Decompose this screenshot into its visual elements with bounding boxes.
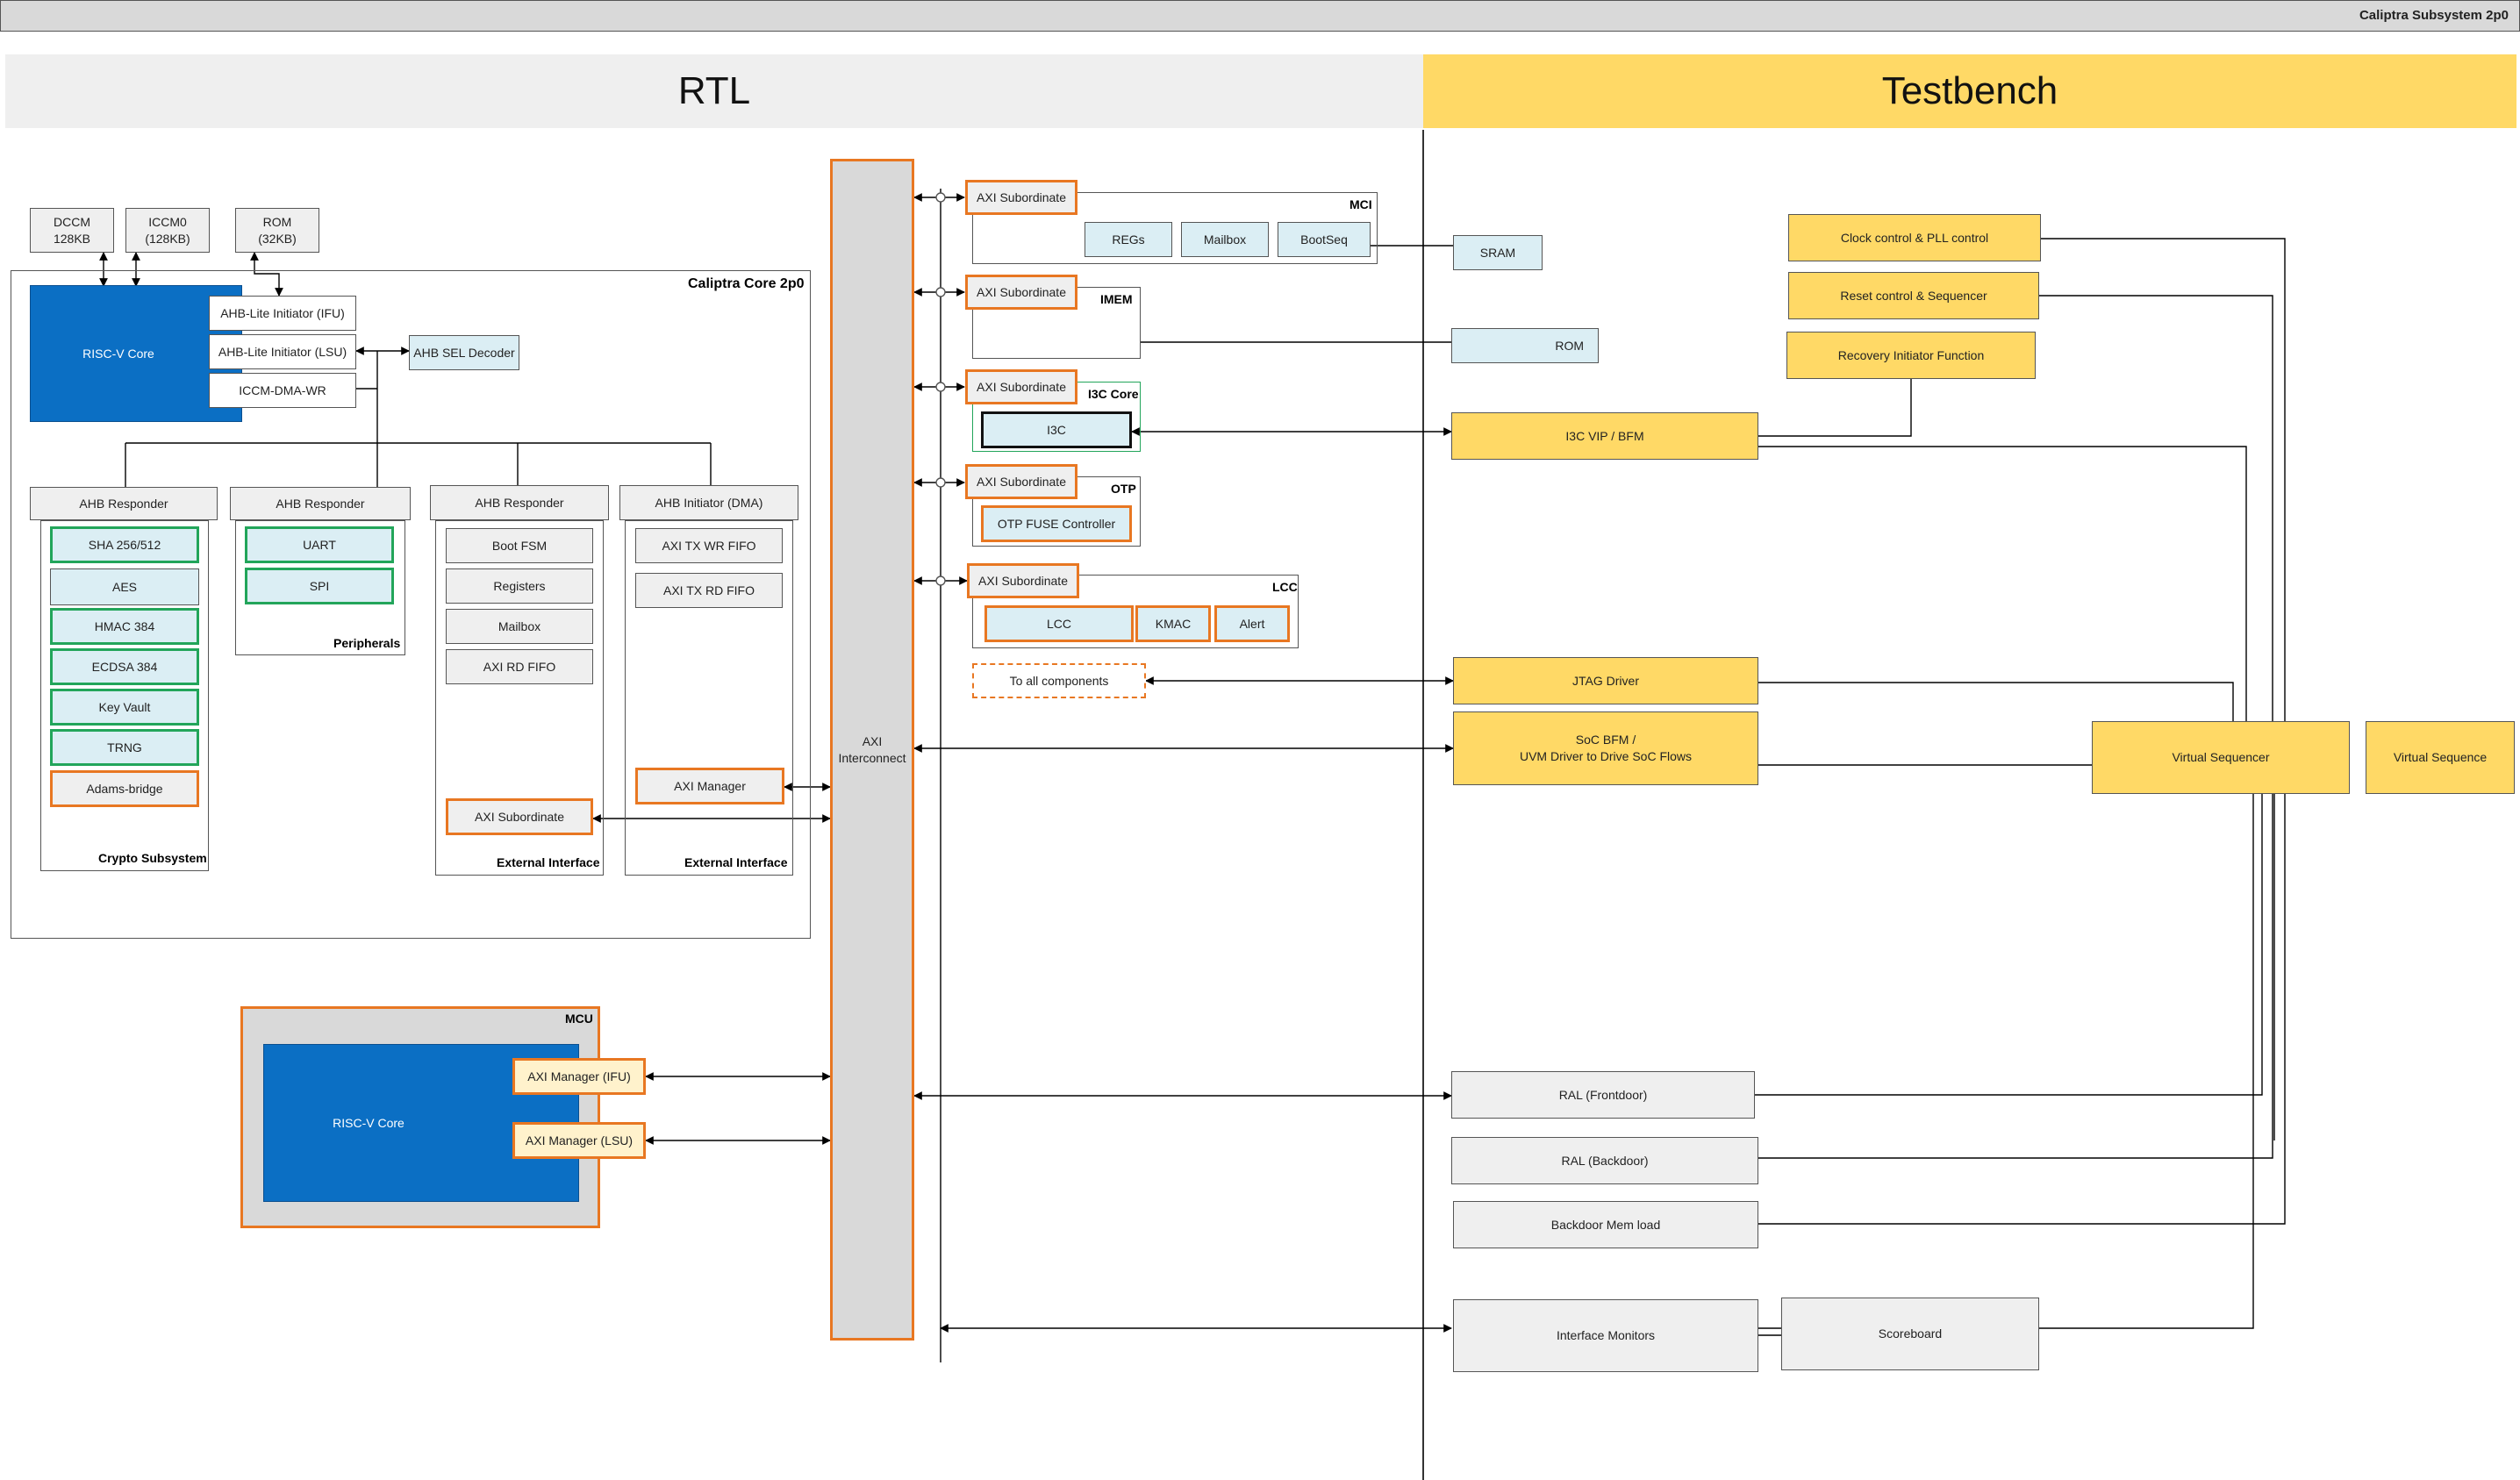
lcc-block: LCC <box>984 605 1134 642</box>
ext-interface-container-1 <box>435 520 604 876</box>
clock-control: Clock control & PLL control <box>1788 214 2041 261</box>
peripherals-title: Peripherals <box>333 636 401 650</box>
spi-block: SPI <box>245 568 394 604</box>
reset-control: Reset control & Sequencer <box>1788 272 2039 319</box>
core-axi-subordinate: AXI Subordinate <box>446 798 593 835</box>
core-axi-manager: AXI Manager <box>635 768 784 804</box>
mailbox-block: Mailbox <box>446 609 593 644</box>
adams-bridge-block: Adams-bridge <box>50 770 199 807</box>
lcc-title: LCC <box>1272 580 1298 594</box>
ext-ahb-responder: AHB Responder <box>430 485 609 520</box>
section-testbench: Testbench <box>1423 54 2516 128</box>
section-rtl: RTL <box>5 54 1423 128</box>
rom-model: ROM <box>1451 328 1599 363</box>
interface-monitors: Interface Monitors <box>1453 1299 1758 1372</box>
ral-backdoor: RAL (Backdoor) <box>1451 1137 1758 1184</box>
peripherals-ahb-responder: AHB Responder <box>230 487 411 520</box>
mci-mailbox: Mailbox <box>1181 222 1269 257</box>
i3c-axi-subordinate: AXI Subordinate <box>965 369 1077 404</box>
otp-title: OTP <box>1111 482 1136 496</box>
mci-container <box>972 192 1378 264</box>
ahb-initiator-ifu: AHB-Lite Initiator (IFU) <box>209 296 356 331</box>
ext-interface-container-2 <box>625 520 793 876</box>
peripherals-container <box>235 520 405 655</box>
ahb-sel-decoder: AHB SEL Decoder <box>409 335 519 370</box>
i3c-vip-bfm: I3C VIP / BFM <box>1451 412 1758 460</box>
mcu-axi-manager-lsu: AXI Manager (LSU) <box>512 1122 646 1159</box>
kmac-block: KMAC <box>1135 605 1211 642</box>
uart-block: UART <box>245 526 394 563</box>
caliptra-core-title: Caliptra Core 2p0 <box>688 276 805 291</box>
crypto-subsystem-title: Crypto Subsystem <box>98 851 207 865</box>
otp-axi-subordinate: AXI Subordinate <box>965 464 1077 499</box>
scoreboard: Scoreboard <box>1781 1298 2039 1370</box>
ahb-initiator-dma: AHB Initiator (DMA) <box>619 485 798 520</box>
ext-interface-title-1: External Interface <box>497 855 600 869</box>
sram-model: SRAM <box>1453 235 1543 270</box>
lcc-container <box>972 575 1299 648</box>
trng-block: TRNG <box>50 729 199 766</box>
to-all-components: To all components <box>972 663 1146 698</box>
axi-rd-fifo-block: AXI RD FIFO <box>446 649 593 684</box>
axi-interconnect: AXI Interconnect <box>830 159 914 1341</box>
lcc-axi-subordinate: AXI Subordinate <box>967 563 1079 598</box>
title-bar-label: Caliptra Subsystem 2p0 <box>2359 7 2509 23</box>
ahb-initiator-lsu: AHB-Lite Initiator (LSU) <box>209 334 356 369</box>
crypto-ahb-responder: AHB Responder <box>30 487 218 520</box>
mci-bootseq: BootSeq <box>1278 222 1371 257</box>
i3c-block: I3C <box>981 411 1132 448</box>
rom-memory: ROM (32KB) <box>235 208 319 253</box>
caliptra-core-container <box>11 270 811 939</box>
iccm-dma-wr: ICCM-DMA-WR <box>209 373 356 408</box>
recovery-initiator: Recovery Initiator Function <box>1786 332 2036 379</box>
crypto-subsystem-container <box>40 520 209 871</box>
otp-fuse-controller: OTP FUSE Controller <box>981 505 1132 542</box>
imem-title: IMEM <box>1100 292 1133 306</box>
ral-frontdoor: RAL (Frontdoor) <box>1451 1071 1755 1119</box>
aes-block: AES <box>50 568 199 605</box>
ext-interface-title-2: External Interface <box>684 855 788 869</box>
soc-bfm: SoC BFM / UVM Driver to Drive SoC Flows <box>1453 711 1758 785</box>
virtual-sequence: Virtual Sequence <box>2366 721 2515 794</box>
virtual-sequencer: Virtual Sequencer <box>2092 721 2350 794</box>
mcu-title: MCU <box>565 1012 593 1026</box>
dccm-memory: DCCM 128KB <box>30 208 114 253</box>
title-bar: Caliptra Subsystem 2p0 <box>0 0 2520 32</box>
alert-block: Alert <box>1214 605 1290 642</box>
axi-tx-rd-fifo-block: AXI TX RD FIFO <box>635 573 783 608</box>
backdoor-mem-load: Backdoor Mem load <box>1453 1201 1758 1248</box>
hmac-block: HMAC 384 <box>50 608 199 645</box>
iccm0-memory: ICCM0 (128KB) <box>125 208 210 253</box>
boot-fsm-block: Boot FSM <box>446 528 593 563</box>
jtag-driver: JTAG Driver <box>1453 657 1758 704</box>
sha-block: SHA 256/512 <box>50 526 199 563</box>
ecdsa-block: ECDSA 384 <box>50 648 199 685</box>
key-vault-block: Key Vault <box>50 689 199 726</box>
mci-title: MCI <box>1349 197 1372 211</box>
mci-axi-subordinate: AXI Subordinate <box>965 180 1077 215</box>
imem-axi-subordinate: AXI Subordinate <box>965 275 1077 310</box>
riscv-core: RISC-V Core <box>30 285 242 422</box>
i3c-title: I3C Core <box>1088 387 1139 401</box>
mcu-axi-manager-ifu: AXI Manager (IFU) <box>512 1058 646 1095</box>
registers-block: Registers <box>446 568 593 604</box>
mci-regs: REGs <box>1085 222 1172 257</box>
axi-tx-wr-fifo-block: AXI TX WR FIFO <box>635 528 783 563</box>
